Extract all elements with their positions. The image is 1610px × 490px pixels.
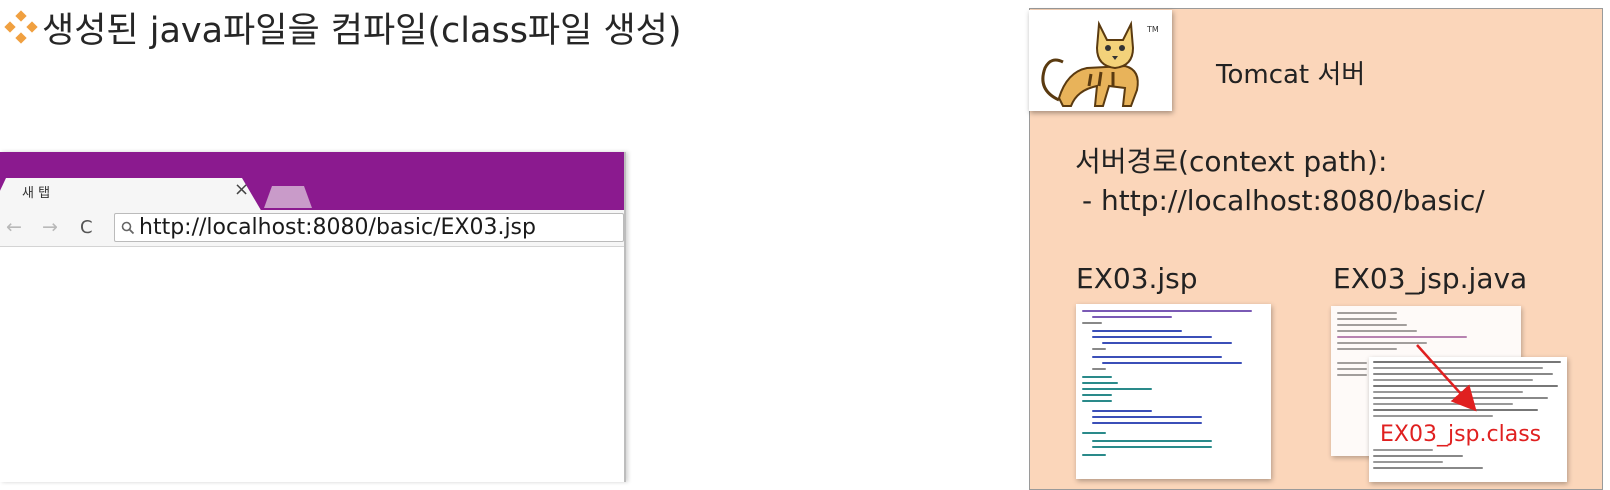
tomcat-logo-icon: TM <box>1029 10 1172 111</box>
context-path-value: - http://localhost:8080/basic/ <box>1082 184 1485 217</box>
browser-window: 새 탭 × ← → C http://localhost:8080/basic/… <box>0 152 626 482</box>
slide-title: 생성된 java파일을 컴파일(class파일 생성) <box>4 2 682 52</box>
tab-close-icon[interactable]: × <box>234 179 250 200</box>
browser-toolbar: ← → C http://localhost:8080/basic/EX03.j… <box>0 210 624 247</box>
forward-icon[interactable]: → <box>42 216 58 238</box>
search-icon <box>121 221 135 235</box>
address-bar[interactable]: http://localhost:8080/basic/EX03.jsp <box>114 213 624 242</box>
jsp-file-label: EX03.jsp <box>1076 262 1198 295</box>
diamond-bullet-icon <box>4 10 38 44</box>
jsp-code-thumbnail <box>1076 304 1271 479</box>
slide-title-text: 생성된 java파일을 컴파일(class파일 생성) <box>42 10 682 51</box>
reload-icon[interactable]: C <box>80 217 93 238</box>
tab-new-tab[interactable] <box>0 178 262 212</box>
tab-label: 새 탭 <box>22 186 51 201</box>
back-icon[interactable]: ← <box>6 216 22 238</box>
svg-text:TM: TM <box>1146 25 1159 34</box>
compile-arrow-icon <box>1416 344 1477 412</box>
new-tab-button[interactable] <box>264 186 312 208</box>
java-file-label: EX03_jsp.java <box>1333 262 1528 295</box>
url-text: http://localhost:8080/basic/EX03.jsp <box>139 215 536 240</box>
server-title: Tomcat 서버 <box>1216 60 1366 90</box>
class-file-label: EX03_jsp.class <box>1378 422 1544 447</box>
context-path-label: 서버경로(context path): <box>1075 145 1388 178</box>
